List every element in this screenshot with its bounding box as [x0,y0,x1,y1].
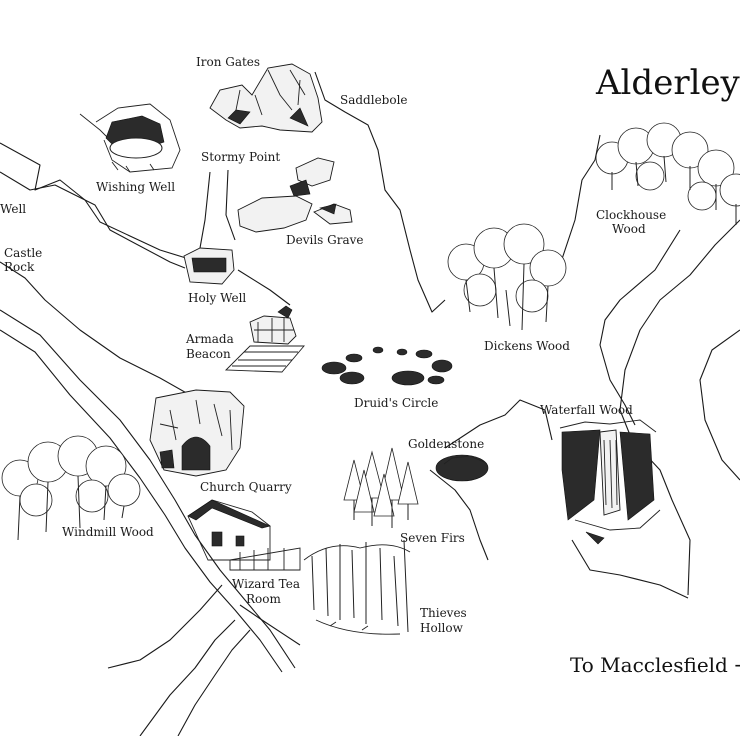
place-druids-circle[interactable]: Druid's Circle [354,396,438,410]
place-wizard-tea-room-line1[interactable]: Wizard Tea [232,577,300,591]
druids-circle-stones-icon[interactable] [321,346,453,386]
place-thieves-hollow-line1[interactable]: Thieves [420,606,467,620]
devils-grave-rocks-icon[interactable] [237,157,353,233]
goldenstone-rock-icon[interactable] [435,454,489,482]
place-dickens-wood[interactable]: Dickens Wood [484,339,570,353]
map-paths [0,71,740,736]
seven-firs-trees-icon[interactable] [343,447,419,528]
windmill-wood-trees-icon[interactable] [1,435,141,541]
place-waterfall-wood[interactable]: Waterfall Wood [540,403,633,417]
clockhouse-wood-trees-icon[interactable] [595,122,740,225]
church-quarry-icon[interactable] [149,389,245,477]
place-seven-firs[interactable]: Seven Firs [400,531,465,545]
place-stormy-point[interactable]: Stormy Point [201,150,280,164]
dickens-wood-trees-icon[interactable] [447,223,567,331]
iron-gates-rocks-icon[interactable] [209,63,323,133]
place-clockhouse-wood-line2[interactable]: Wood [612,222,646,236]
place-clockhouse-wood-line1[interactable]: Clockhouse [596,208,666,222]
place-goldenstone[interactable]: Goldenstone [408,437,484,451]
place-iron-gates[interactable]: Iron Gates [196,55,260,69]
place-wizard-tea-room-line2[interactable]: Room [246,592,281,606]
place-castle-rock-line1[interactable]: Castle [4,246,42,260]
wishing-well-icon[interactable] [79,103,181,173]
place-thieves-hollow-line2[interactable]: Hollow [420,621,464,635]
place-church-quarry[interactable]: Church Quarry [200,480,292,494]
place-devils-grave[interactable]: Devils Grave [286,233,364,247]
holy-well-icon[interactable] [183,247,235,285]
direction-to-macclesfield[interactable]: To Macclesfield → [570,653,740,677]
waterfall-wood-icon[interactable] [559,419,661,545]
place-armada-beacon-line2[interactable]: Beacon [186,347,231,361]
place-armada-beacon-line1[interactable]: Armada [185,332,234,346]
place-well[interactable]: Well [0,202,26,216]
wizard-tea-room-building-icon[interactable] [187,499,301,571]
place-castle-rock-line2[interactable]: Rock [4,260,35,274]
place-wishing-well[interactable]: Wishing Well [96,180,175,194]
armada-beacon-icon[interactable] [224,305,305,373]
place-saddlebole[interactable]: Saddlebole [340,93,408,107]
place-windmill-wood[interactable]: Windmill Wood [62,525,154,539]
thieves-hollow-trees-icon[interactable] [303,539,411,635]
place-holy-well[interactable]: Holy Well [188,291,246,305]
map-title: Alderley [595,63,740,103]
